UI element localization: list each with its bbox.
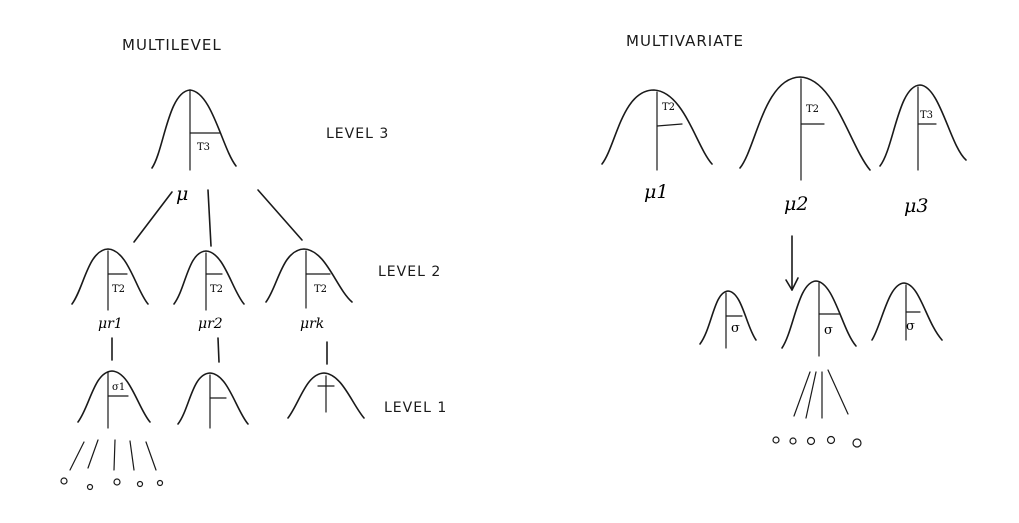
observation-point [156, 479, 164, 487]
observation-point [852, 438, 862, 448]
observation-point [113, 478, 121, 486]
level-2-label: LEVEL 2 [378, 264, 441, 280]
observation-point [806, 436, 816, 446]
variance-bar [656, 123, 683, 127]
observation-line [793, 371, 811, 417]
param-label: σ1 [112, 382, 125, 393]
branch-left [133, 191, 173, 243]
observation-line [69, 441, 85, 471]
multivariate-bottom-distribution-2: σ [781, 280, 857, 357]
multivariate-observation-lines [793, 369, 849, 419]
mean-label: μr2 [198, 316, 223, 332]
param-label: T3 [920, 110, 933, 121]
multilevel-panel: MULTILEVEL T3 μ LEVEL 3 T2 μr1 [60, 36, 447, 491]
top-param-label: T3 [197, 142, 210, 153]
observation-line [805, 371, 817, 419]
observation-point [772, 436, 780, 444]
level-2-connectors [111, 337, 328, 365]
multivariate-bottom-distribution-1: σ [699, 290, 757, 349]
multivariate-observation-points [772, 435, 862, 448]
multivariate-title: MULTIVARIATE [626, 32, 744, 50]
observation-point [789, 437, 797, 445]
level-2-distribution-1: T2 μr1 [71, 248, 149, 332]
branch-right [257, 189, 303, 241]
bell-curve [177, 372, 249, 425]
observation-point [60, 477, 68, 485]
observation-point [86, 483, 94, 491]
param-label: T2 [210, 284, 223, 295]
bell-curve [173, 250, 245, 305]
multilevel-title: MULTILEVEL [122, 36, 222, 54]
bell-curve [871, 282, 943, 341]
top-mean-label: μ [176, 183, 188, 205]
bell-curve [71, 248, 149, 305]
mean-label: μ2 [784, 193, 808, 215]
mean-label: μ3 [904, 195, 928, 217]
bell-curve [601, 89, 713, 165]
multivariate-top-distribution-1: T2 μ1 [601, 89, 713, 203]
param-label: T2 [662, 102, 675, 113]
observation-points [60, 477, 164, 491]
observation-line [827, 369, 849, 415]
level-1-label: LEVEL 1 [384, 400, 447, 416]
param-label: T2 [806, 104, 819, 115]
level-3-label: LEVEL 3 [326, 126, 389, 142]
param-label: σ [906, 319, 915, 334]
level-1-distribution-1: σ1 [77, 370, 151, 429]
observation-point [826, 435, 836, 445]
connector [217, 337, 220, 363]
top-distribution: T3 μ [151, 89, 237, 205]
multivariate-top-distribution-2: T2 μ2 [739, 76, 871, 215]
param-label: T2 [112, 284, 125, 295]
level-2-distribution-2: T2 μr2 [173, 250, 245, 332]
observation-line [145, 441, 157, 471]
bell-curve [151, 89, 237, 169]
mean-label: μrk [300, 316, 324, 332]
bell-curve [265, 248, 353, 303]
observation-line [87, 439, 99, 469]
top-branches [133, 189, 303, 247]
bell-curve [781, 280, 857, 349]
multivariate-bottom-distribution-3: σ [871, 282, 943, 341]
param-label: T2 [314, 284, 327, 295]
bell-curve [739, 76, 871, 171]
mean-label: μ1 [644, 181, 668, 203]
bell-curve [77, 370, 151, 423]
bell-curve [699, 290, 757, 345]
multivariate-top-distribution-3: T3 μ3 [879, 84, 967, 217]
param-label: σ [824, 323, 833, 338]
observation-point [136, 480, 144, 488]
mean-label: μr1 [98, 316, 123, 332]
observation-line [129, 440, 135, 471]
level-1-distribution-2 [177, 372, 249, 429]
observation-line [113, 439, 116, 471]
observation-lines [69, 439, 157, 471]
down-arrow-icon [785, 235, 799, 291]
bell-curve [287, 372, 365, 419]
branch-center [207, 189, 212, 247]
level-2-distribution-3: T2 μrk [265, 248, 353, 332]
bell-curve [879, 84, 967, 167]
arrow-head [785, 277, 799, 291]
level-1-distribution-3 [287, 372, 365, 419]
param-label: σ [731, 321, 740, 336]
multivariate-panel: MULTIVARIATE T2 μ1 T2 μ2 T3 μ3 [601, 32, 967, 448]
